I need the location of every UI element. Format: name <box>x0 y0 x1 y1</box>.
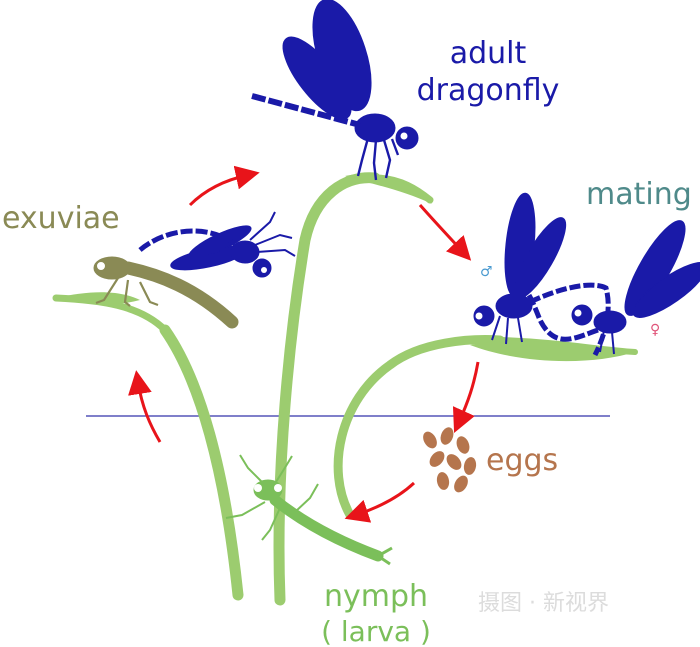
plant-leaves <box>56 173 635 362</box>
emerging-dragonfly-icon <box>138 211 296 278</box>
female-symbol: ♀ <box>650 322 660 338</box>
exuviae-label: exuviae <box>2 201 120 236</box>
adult-dragonfly-label: dragonfly <box>417 73 560 108</box>
eggs-icon <box>423 427 477 493</box>
cycle-arrows <box>128 165 480 523</box>
watermark-text: 摄图 · 新视界 <box>478 591 609 616</box>
mating-pair-icon <box>473 192 700 357</box>
adult-dragonfly-label: adult <box>450 36 527 71</box>
cycle-arrow-icon <box>128 370 162 443</box>
nymph-label: nymph <box>324 579 428 614</box>
adult-dragonfly-icon <box>251 0 419 181</box>
cycle-arrow-icon <box>188 165 260 207</box>
cycle-arrow-icon <box>418 204 472 261</box>
nymph-icon <box>225 454 393 566</box>
larva-label: ( larva ) <box>321 615 431 647</box>
exuviae-icon <box>93 256 239 329</box>
cycle-arrow-icon <box>344 481 416 523</box>
male-symbol: ♂ <box>480 264 493 280</box>
cycle-arrow-icon <box>452 361 480 433</box>
mating-label: mating <box>586 177 692 212</box>
eggs-label: eggs <box>486 443 558 478</box>
